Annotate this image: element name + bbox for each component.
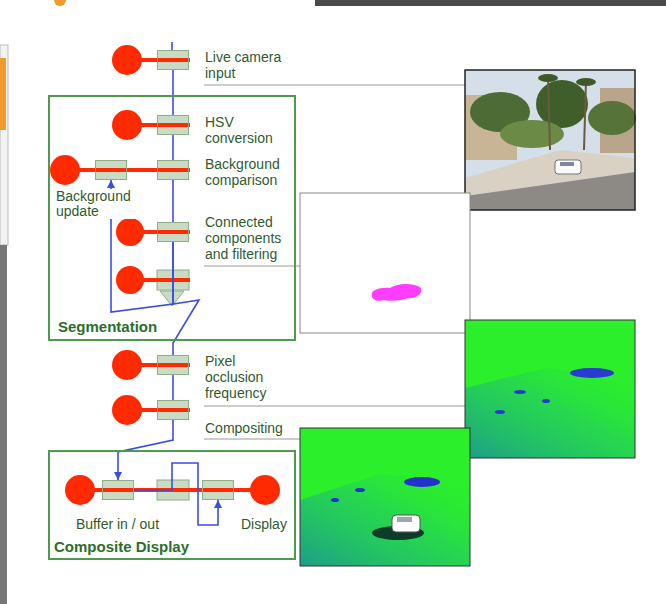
green-ground [300,428,470,566]
occlusion-blob [514,390,526,394]
camera-photo [465,70,636,210]
stage-label: Background comparison [205,156,291,188]
flow-arrow [172,180,174,222]
photo-tree [500,120,564,148]
group-box: Composite DisplayBuffer in / outDisplay [48,450,296,560]
stage-label: Live camera input [205,49,291,81]
photo-tree [588,101,636,135]
occlusion-image [465,320,635,458]
photo-sky [465,70,635,210]
port-circle [112,110,142,140]
stage-label: Pixel occlusion frequency [205,353,291,401]
leader-line [204,439,300,440]
window-edge [0,245,7,604]
occlusion-blob [570,368,614,378]
occlusion-blob [331,498,339,502]
leader-line [204,85,465,86]
occlusion-blob [495,410,505,414]
group-title: Composite Display [54,538,189,555]
port-circle [112,45,142,75]
mask-image [300,193,470,333]
wire [65,168,190,172]
port-circle [116,266,144,294]
green-shade [300,474,470,566]
process-box: Display [202,480,234,500]
process-box: Compositing [157,400,189,420]
process-box: Pixel occlusion frequency [157,355,189,375]
side-icon [0,58,6,130]
stage-label: Compositing [205,420,315,436]
photo-frame [465,70,635,210]
photo-palm [584,80,586,150]
stage-label: HSV conversion [205,114,291,146]
image-frame [465,320,635,458]
photo-car [555,160,581,174]
process-box: Background comparison [157,160,189,180]
photo-palm-top [576,78,596,86]
group-title: Segmentation [58,318,157,335]
green-shade [465,368,635,458]
process-box: HSV conversion [157,115,189,135]
composite-car [392,515,420,532]
composite-car-window [397,517,412,522]
photo-palm [548,76,550,150]
flow-arrow [172,70,174,115]
process-box: Buffer in / out [102,480,134,500]
port-circle [250,475,280,505]
photo-tree [536,80,588,128]
port-circle [112,395,142,425]
leader-line [204,406,465,407]
flow-arrow [172,375,174,400]
process-box: Live camera input [157,50,189,70]
flow-stub [171,42,173,50]
stage-label: Display [241,516,287,532]
ports [50,45,280,505]
flow-arrow [173,242,199,355]
side-panel [0,45,8,245]
occlusion-blob [355,488,365,492]
stage-label: Background update [56,189,134,219]
flow-arrow [134,463,218,525]
occlusion-blob [542,399,550,403]
group-box: Segmentation HSV conversionBackground upd… [48,95,296,341]
stage-label: Connected components and filtering [205,214,291,262]
tab-icon [54,0,66,6]
window-bar [315,0,666,6]
leader-line [204,266,300,267]
mask-blob [372,284,422,301]
stage-label: Buffer in / out [76,516,159,532]
composite-image [300,428,470,566]
image-frame [300,428,470,566]
green-ground [465,320,635,458]
photo-road [465,172,635,210]
occlusion-blob [404,477,440,487]
port-circle [50,155,80,185]
port-circle [65,475,95,505]
flow-arrow [172,135,174,160]
mask-frame [300,193,470,333]
process-box: Connected components and filtering [157,222,189,242]
process-box: Background update [95,160,127,180]
photo-palm-top [538,74,558,82]
port-circle [116,218,144,246]
port-circle [112,350,142,380]
photo-car-window [560,162,574,166]
